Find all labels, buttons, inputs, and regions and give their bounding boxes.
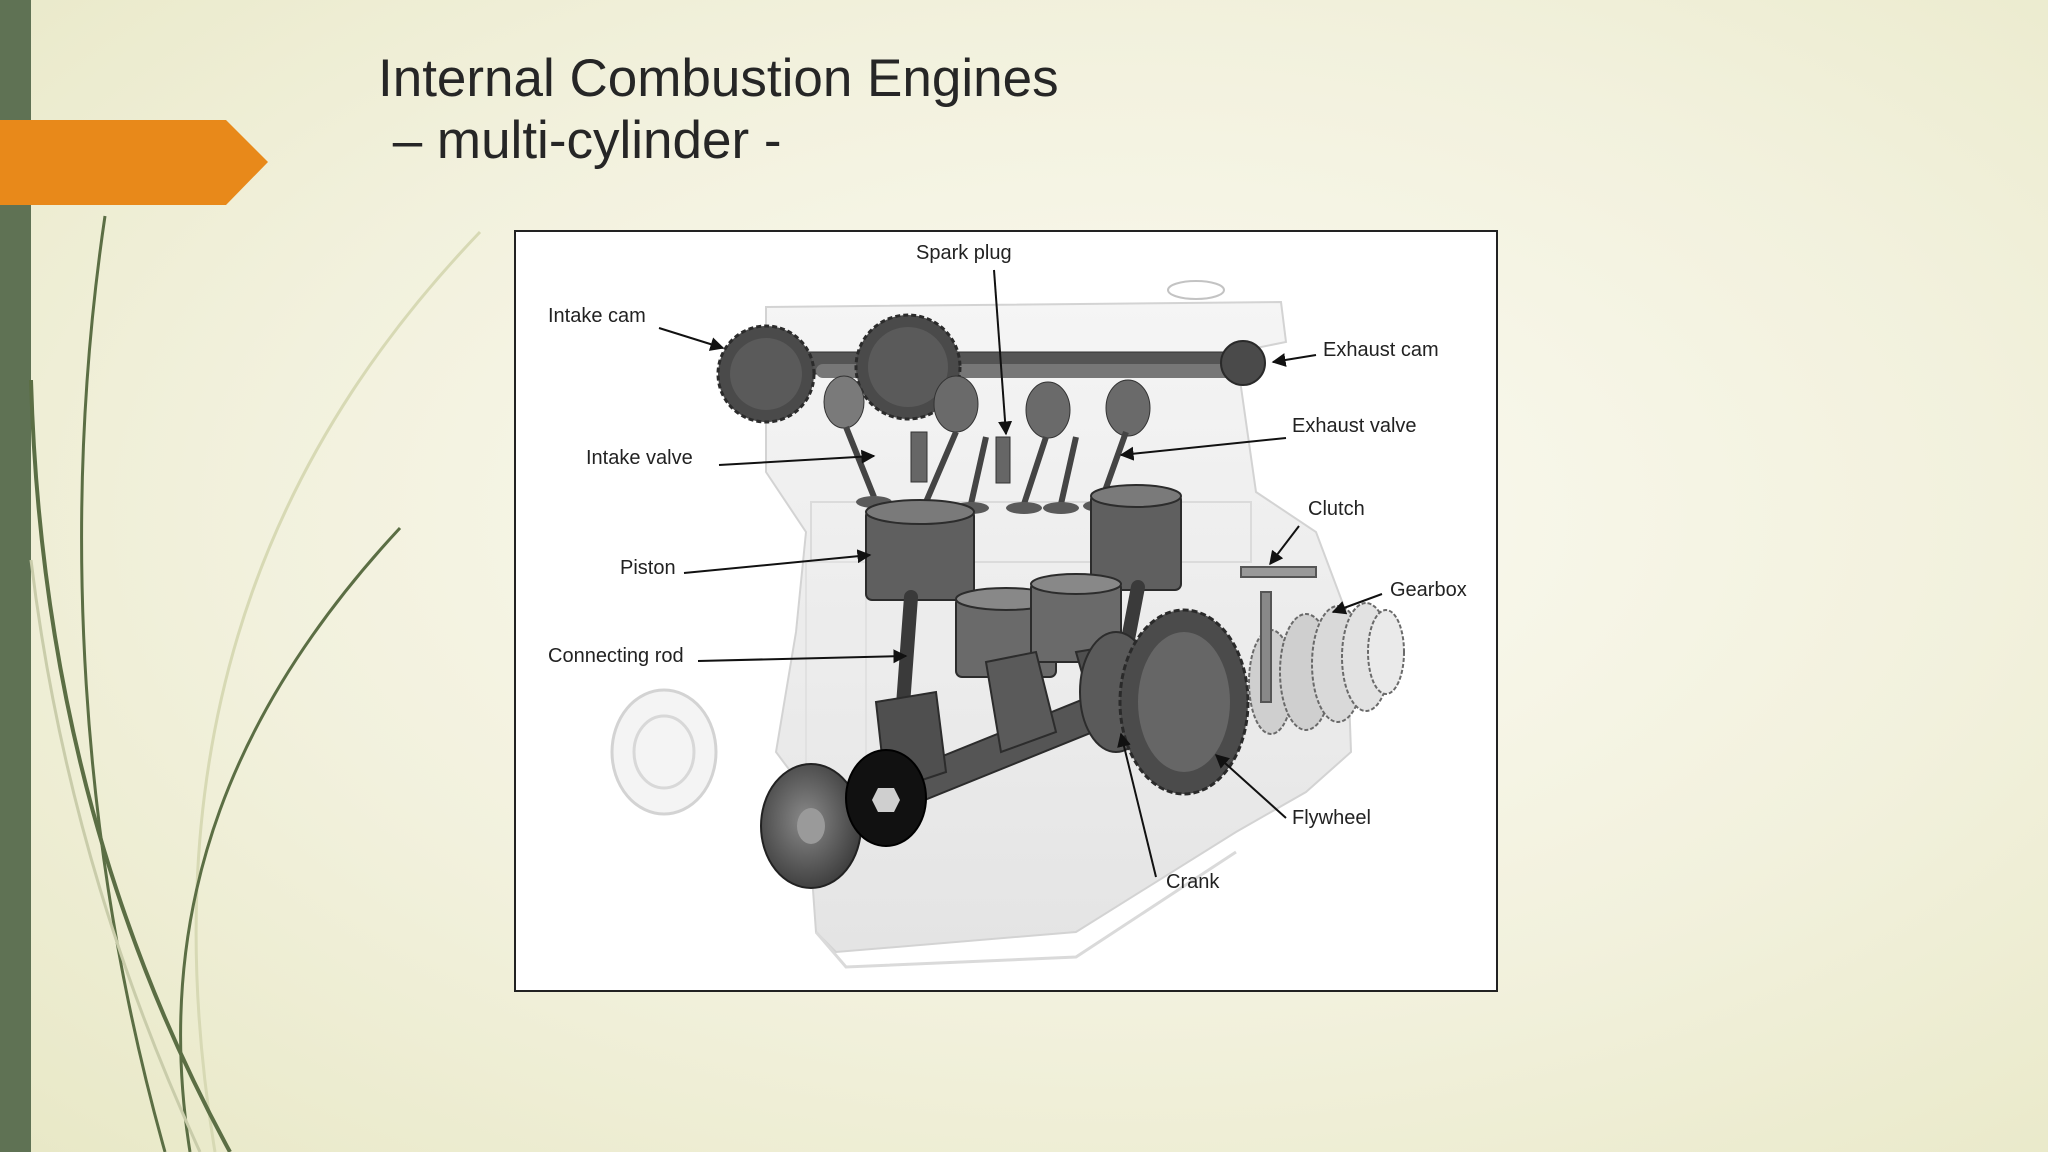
title-line-1: Internal Combustion Engines <box>378 49 1059 108</box>
label-intake-valve: Intake valve <box>586 447 693 469</box>
decor-curve-5 <box>29 559 202 1152</box>
decor-curve-1 <box>194 230 482 1152</box>
engine-diagram-figure: Spark plug Intake cam Exhaust cam Exhaus… <box>514 230 1498 992</box>
arrow-exhaust-cam <box>1271 353 1317 367</box>
valves-and-plugs <box>843 425 1129 505</box>
leader-arrows <box>658 269 1383 878</box>
label-clutch: Clutch <box>1308 498 1365 520</box>
camshafts <box>716 313 1266 439</box>
label-spark-plug: Spark plug <box>916 242 1012 264</box>
arrow-intake-cam <box>658 327 725 351</box>
label-connecting-rod: Connecting rod <box>548 645 684 667</box>
arrow-flywheel <box>1214 754 1287 819</box>
decor-curve-3 <box>80 215 167 1152</box>
label-exhaust-cam: Exhaust cam <box>1323 339 1439 361</box>
decor-curve-4 <box>29 379 232 1152</box>
arrow-clutch <box>1269 525 1300 566</box>
decor-curve-2 <box>179 526 402 1152</box>
engine-diagram: Spark plug Intake cam Exhaust cam Exhaus… <box>548 242 1467 969</box>
arrow-gearbox <box>1331 593 1383 615</box>
title-line-2: – multi-cylinder - <box>378 111 782 170</box>
arrow-crank <box>1117 732 1157 878</box>
arrow-spark-plug <box>993 269 1013 436</box>
accent-arrow-shape <box>0 120 268 205</box>
front-pulleys <box>760 749 927 889</box>
label-exhaust-valve: Exhaust valve <box>1292 415 1417 437</box>
label-gearbox: Gearbox <box>1390 579 1467 601</box>
label-crank: Crank <box>1166 871 1220 893</box>
arrow-connecting-rod <box>697 649 908 664</box>
arrow-piston <box>683 549 872 574</box>
label-flywheel: Flywheel <box>1292 807 1371 829</box>
decorative-leaf-curves <box>29 215 482 1152</box>
arrow-intake-valve <box>718 449 876 466</box>
label-piston: Piston <box>620 557 676 579</box>
label-intake-cam: Intake cam <box>548 305 646 327</box>
flywheel <box>1118 608 1250 796</box>
slide-title: Internal Combustion Engines – multi-cyli… <box>378 48 1059 172</box>
arrow-exhaust-valve <box>1119 437 1287 461</box>
